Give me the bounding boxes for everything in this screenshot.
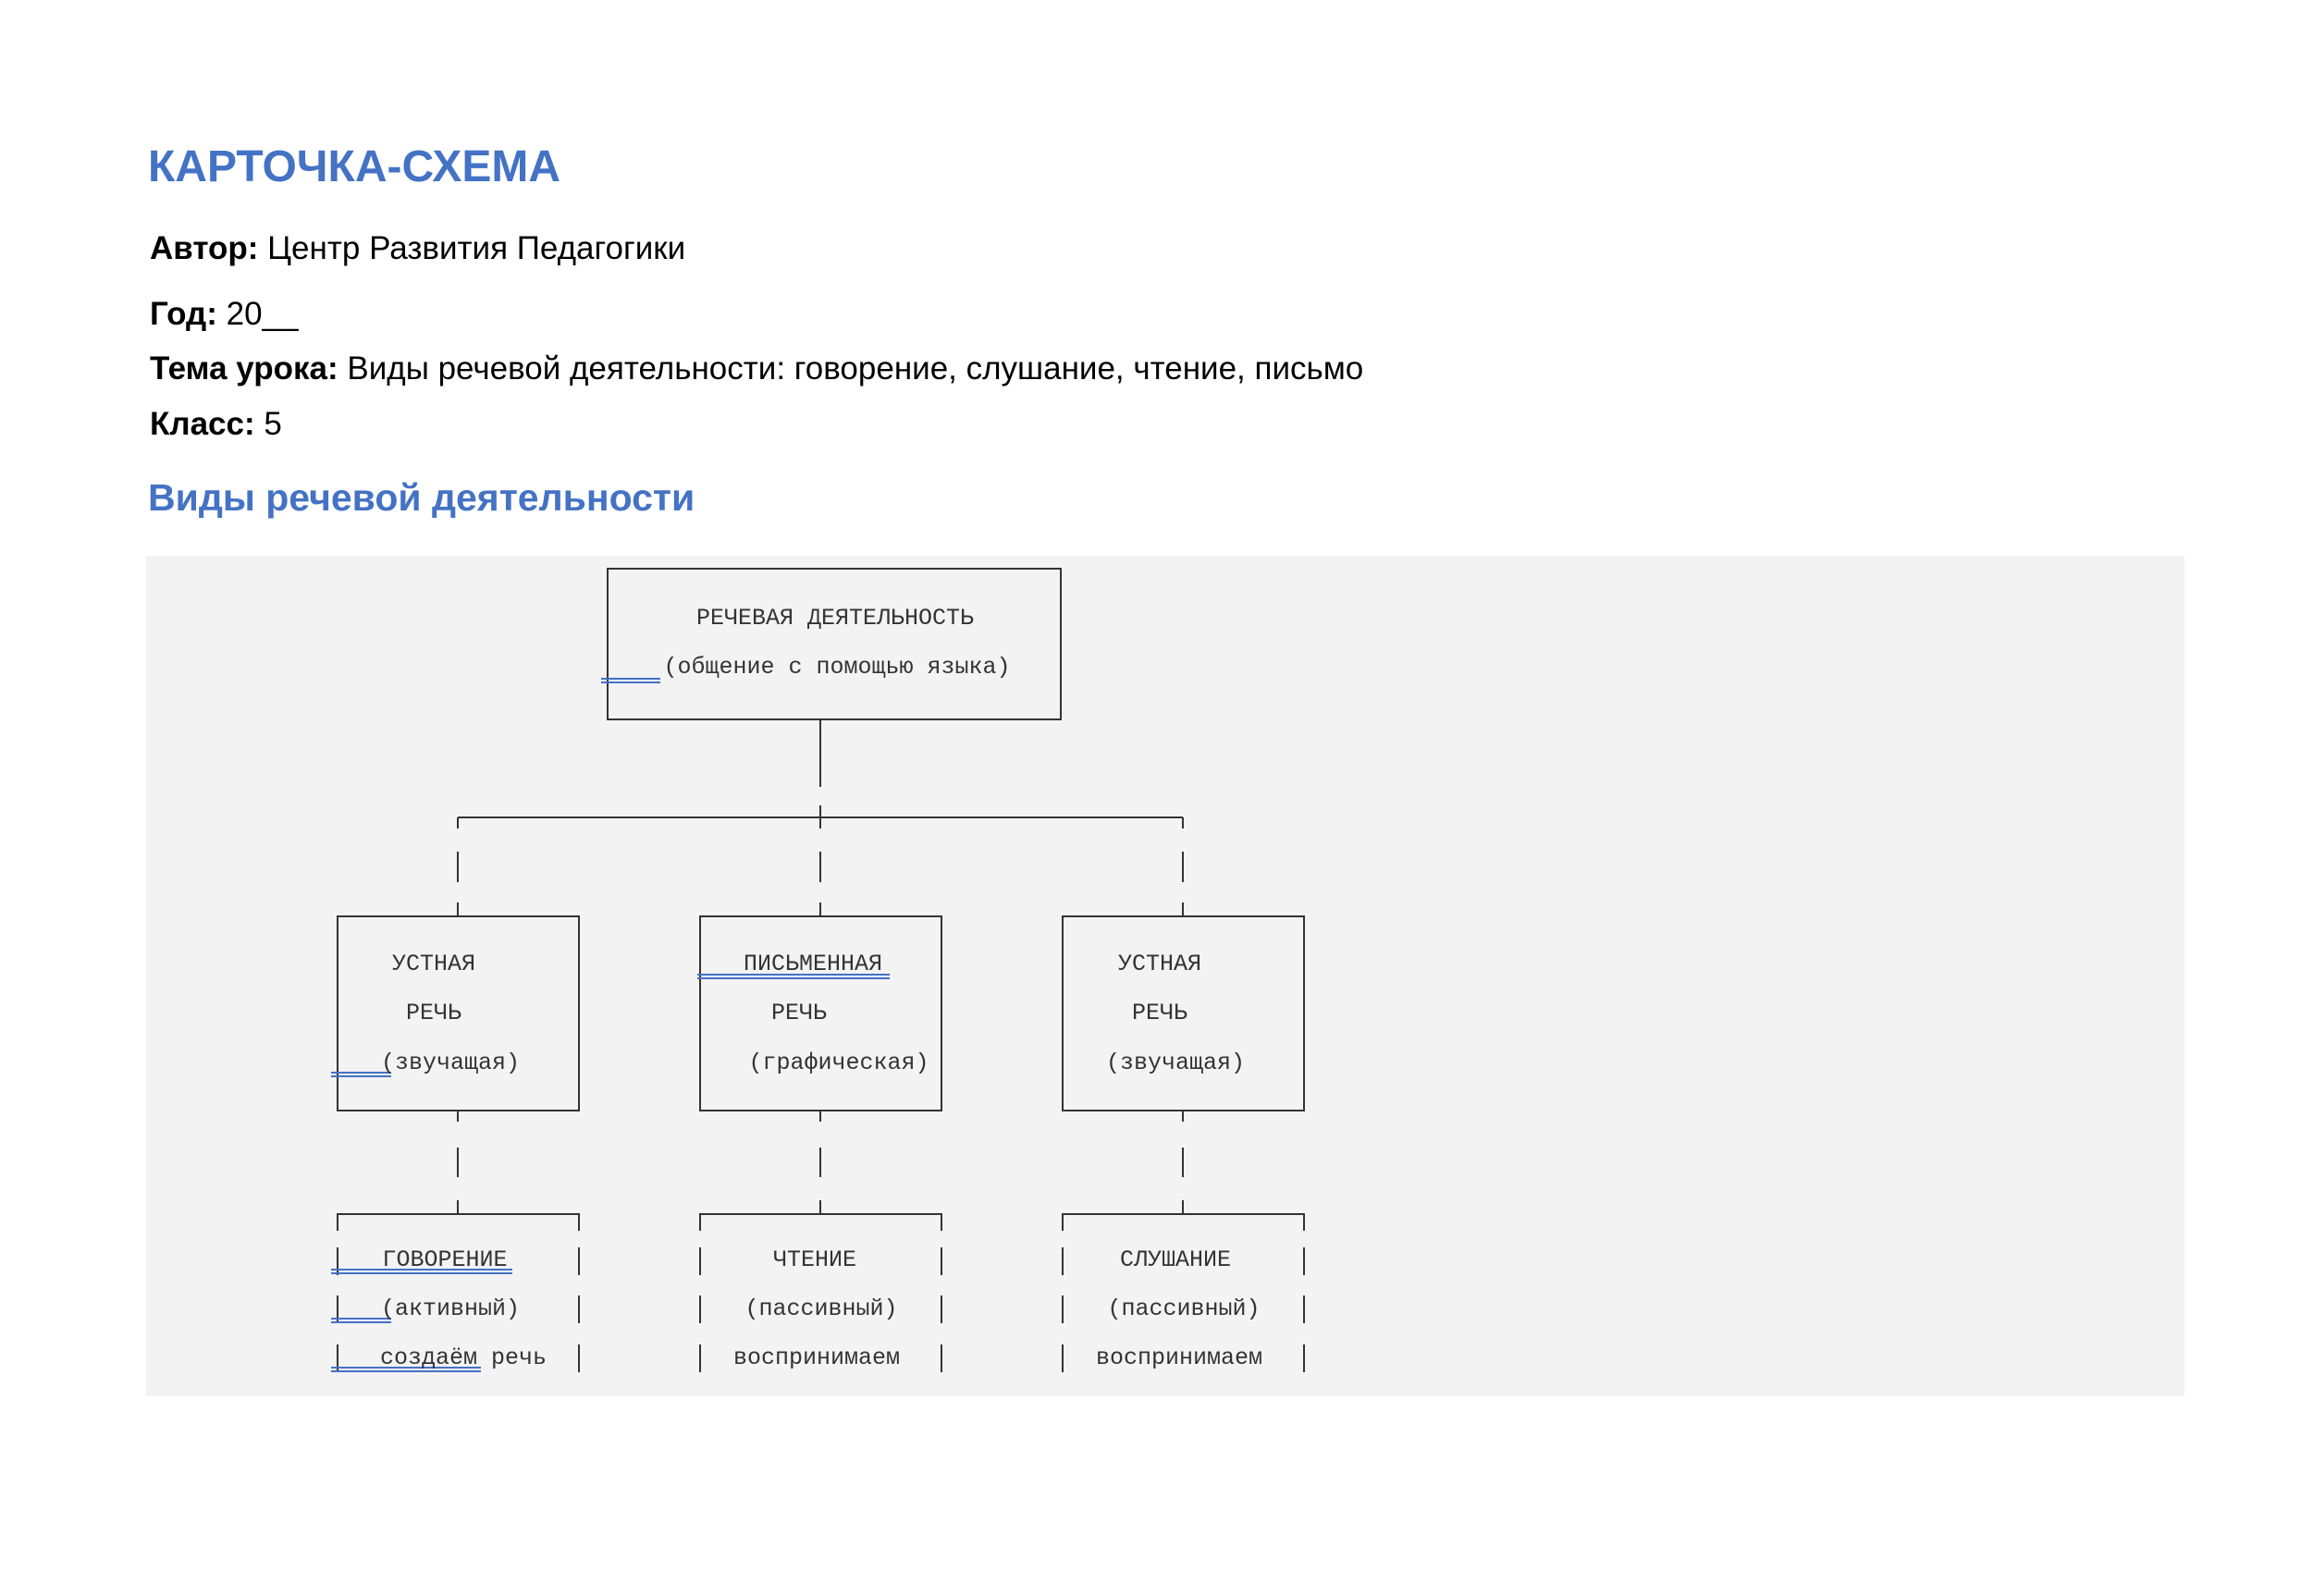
meta-year-value: 20__ xyxy=(216,296,299,332)
underline-create xyxy=(331,1367,481,1372)
underline-oral xyxy=(331,1072,391,1077)
meta-grade-value: 5 xyxy=(254,406,282,442)
activity-3-line3: воспринимаем xyxy=(1096,1344,1262,1371)
meta-topic-label: Тема урока: xyxy=(150,350,338,387)
meta-topic: Тема урока: Виды речевой деятельности: г… xyxy=(150,350,1363,388)
diagram-canvas: РЕЧЕВАЯ ДЕЯТЕЛЬНОСТЬ (общение с помощью … xyxy=(331,568,1305,1372)
type-2-line1: ПИСЬМЕННАЯ xyxy=(744,951,882,977)
type-2-line3: (графическая) xyxy=(748,1050,929,1076)
activity-2-line3: воспринимаем xyxy=(733,1344,900,1371)
type-3-line3: (звучащая) xyxy=(1106,1050,1245,1076)
page-title: КАРТОЧКА-СХЕМА xyxy=(148,142,560,191)
activity-2-line2: (пассивный) xyxy=(744,1295,897,1322)
meta-year: Год: 20__ xyxy=(150,295,298,334)
activity-2-line1: ЧТЕНИЕ xyxy=(773,1246,856,1273)
underline-speaking xyxy=(331,1269,512,1274)
type-1-line3: (звучащая) xyxy=(381,1050,520,1076)
type-3-line1: УСТНАЯ xyxy=(1118,951,1201,977)
type-2-line2: РЕЧЬ xyxy=(771,1000,827,1026)
meta-grade-label: Класс: xyxy=(150,406,255,442)
meta-author: Автор: Центр Развития Педагогики xyxy=(150,229,685,268)
speech-activity-diagram: РЕЧЕВАЯ ДЕЯТЕЛЬНОСТЬ (общение с помощью … xyxy=(146,556,2184,1396)
underline-root xyxy=(601,678,660,683)
underline-written xyxy=(697,974,890,979)
activity-box-1-top xyxy=(337,1213,580,1231)
activity-box-2-top xyxy=(699,1213,942,1231)
spellcheck-underlines xyxy=(331,678,890,1372)
section-heading: Виды речевой деятельности xyxy=(148,476,695,519)
activity-box-3-top xyxy=(1062,1213,1305,1231)
type-1-line2: РЕЧЬ xyxy=(406,1000,461,1026)
meta-topic-value: Виды речевой деятельности: говорение, сл… xyxy=(338,350,1364,387)
activity-3-line2: (пассивный) xyxy=(1107,1295,1260,1322)
meta-author-label: Автор: xyxy=(150,230,259,266)
meta-year-label: Год: xyxy=(150,296,217,332)
activity-1-line1: ГОВОРЕНИЕ xyxy=(382,1246,507,1273)
diagram-connectors xyxy=(337,568,1305,1372)
activity-1-line2: (активный) xyxy=(381,1295,520,1322)
underline-active xyxy=(331,1318,391,1323)
meta-grade: Класс: 5 xyxy=(150,405,282,444)
root-subtitle: (общение с помощью языка) xyxy=(663,654,1010,681)
root-title: РЕЧЕВАЯ ДЕЯТЕЛЬНОСТЬ xyxy=(696,605,974,632)
type-1-line1: УСТНАЯ xyxy=(392,951,475,977)
activity-1-line3: создаём речь xyxy=(380,1344,547,1371)
activity-3-line1: СЛУШАНИЕ xyxy=(1120,1246,1231,1273)
meta-author-value: Центр Развития Педагогики xyxy=(258,230,686,266)
root-box xyxy=(607,568,1062,720)
type-3-line2: РЕЧЬ xyxy=(1132,1000,1187,1026)
